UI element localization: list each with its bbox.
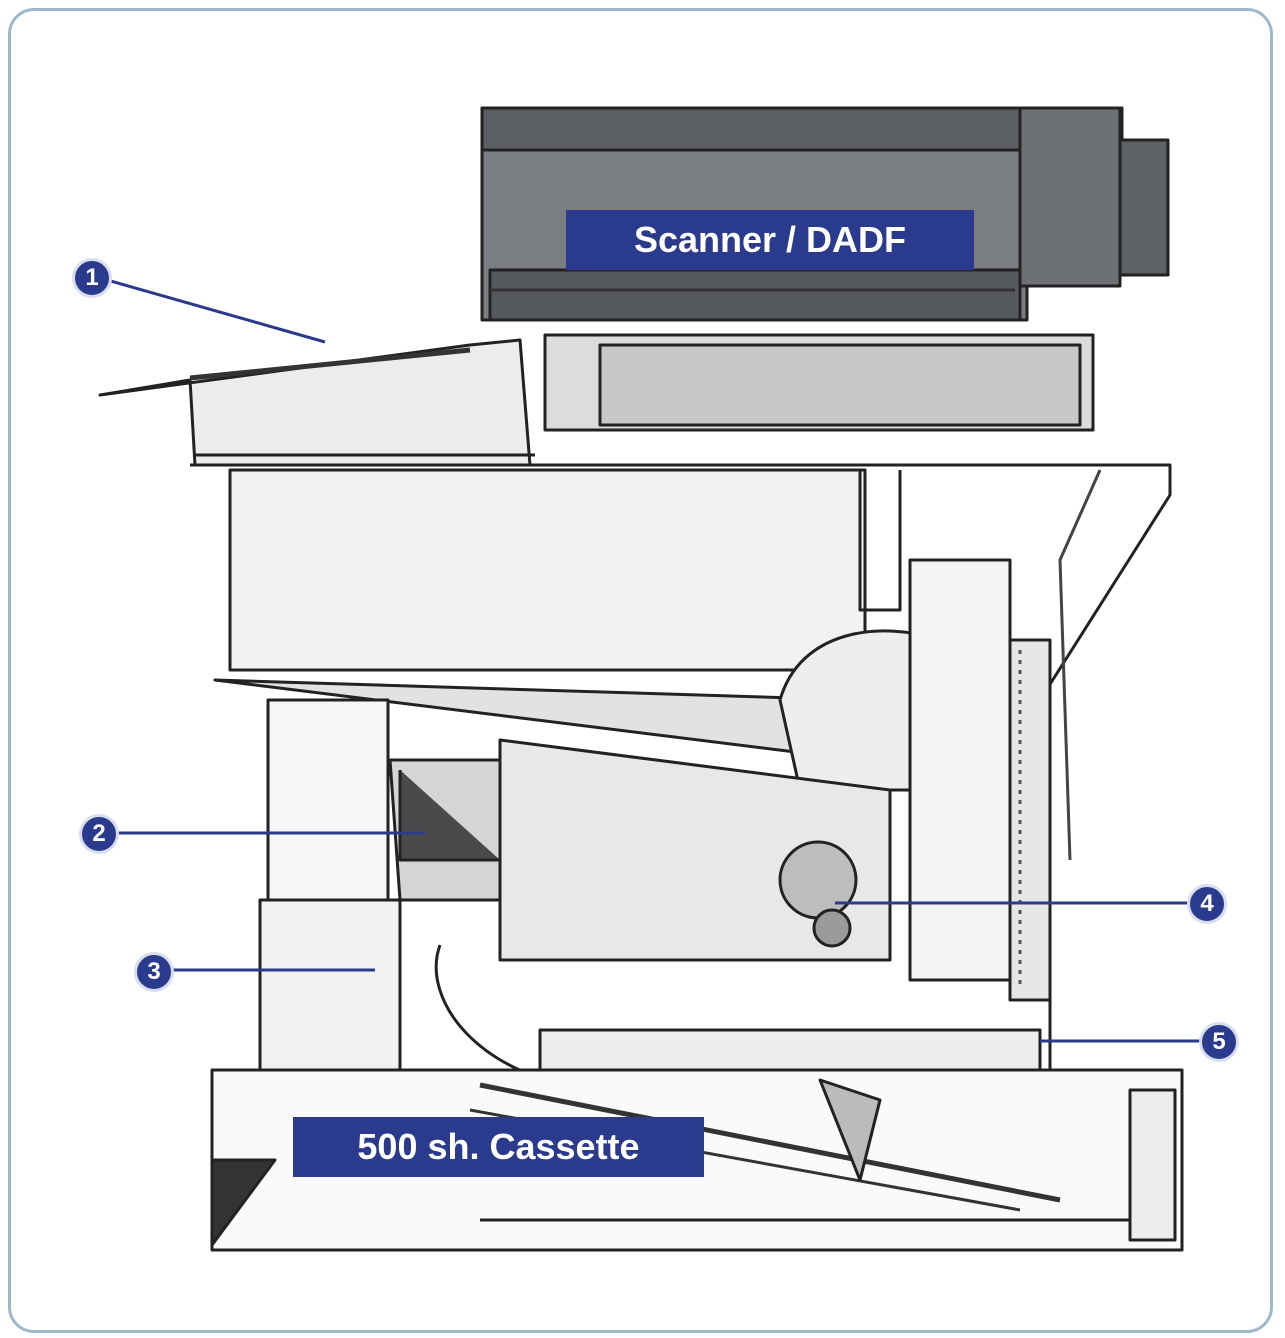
- leader-line-1: [99, 276, 326, 344]
- callout-3: 3: [134, 952, 174, 992]
- middle-body: [213, 558, 1052, 1002]
- paper-path: [258, 898, 1042, 1092]
- callout-5: 5: [1199, 1022, 1239, 1062]
- leader-lines: [99, 276, 1220, 1043]
- cassette-label: 500 sh. Cassette: [293, 1117, 704, 1177]
- callout-1: 1: [72, 258, 112, 298]
- output-tray: [98, 338, 535, 467]
- callout-4: 4: [1187, 884, 1227, 924]
- callout-2: 2: [79, 814, 119, 854]
- scanner-dadf-label: Scanner / DADF: [566, 210, 974, 270]
